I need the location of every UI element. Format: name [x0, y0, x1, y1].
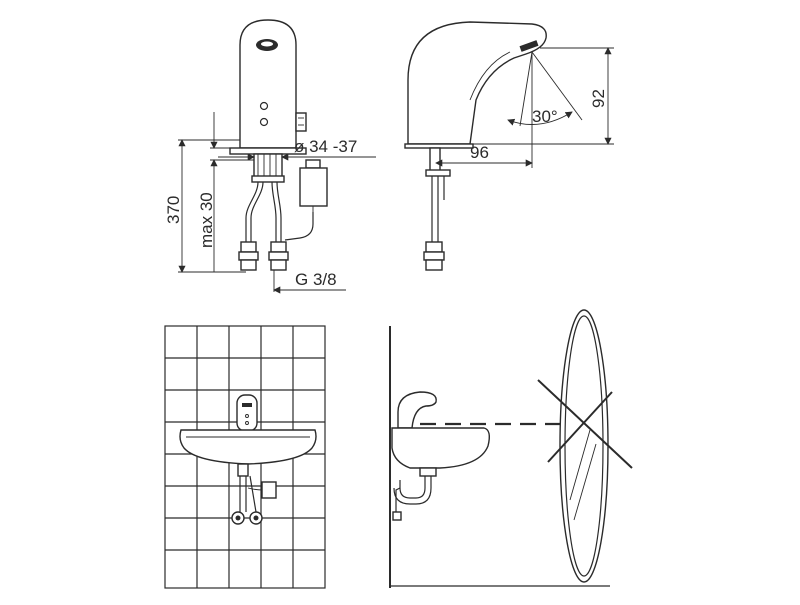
faucet-body-side	[407, 21, 547, 145]
indicator-dot-bottom	[259, 117, 269, 127]
dim-connection-thread: G 3/8	[295, 270, 337, 289]
indicator-dot-top	[259, 101, 269, 111]
spout-sensor	[519, 40, 539, 52]
hose-left	[245, 181, 259, 242]
dim-sensor-angle: 30°	[532, 107, 558, 126]
body-contour	[469, 51, 511, 101]
dim-height-total: 370	[164, 196, 183, 224]
faucet-small	[236, 394, 258, 432]
drain-pipe	[395, 487, 401, 520]
sensor-highlight	[261, 41, 273, 47]
control-box-plug	[305, 159, 321, 169]
prohibition-cross-a	[537, 379, 633, 469]
control-box	[299, 167, 328, 207]
side-view: 96 92 30°	[404, 21, 614, 271]
faucet-small-sensor	[242, 403, 252, 407]
front-view: 370 max 30 ø 34 -37 G 3/8	[164, 19, 376, 294]
prohibition-cross-b	[547, 391, 613, 463]
basin-profile	[391, 427, 491, 469]
control-cable	[284, 212, 314, 241]
hose-right	[271, 181, 277, 242]
side-knob	[295, 112, 307, 132]
dim-max-height: max 30	[197, 192, 216, 248]
faucet-profile	[397, 391, 437, 429]
dim-diameter: ø 34 -37	[294, 137, 357, 156]
angle-arc	[507, 111, 573, 126]
dim-spout-height: 92	[589, 89, 608, 108]
wall-installation-view	[164, 325, 326, 589]
dim-spout-reach: 96	[470, 143, 489, 162]
faucet-body-front	[239, 19, 297, 149]
side-shank	[429, 147, 441, 173]
mounting-shank	[253, 153, 283, 179]
control-box-small	[261, 481, 277, 499]
wash-basin	[179, 429, 317, 465]
mirror-warning-view	[389, 309, 633, 588]
siphon-trap	[399, 476, 426, 499]
mirror	[559, 309, 609, 583]
